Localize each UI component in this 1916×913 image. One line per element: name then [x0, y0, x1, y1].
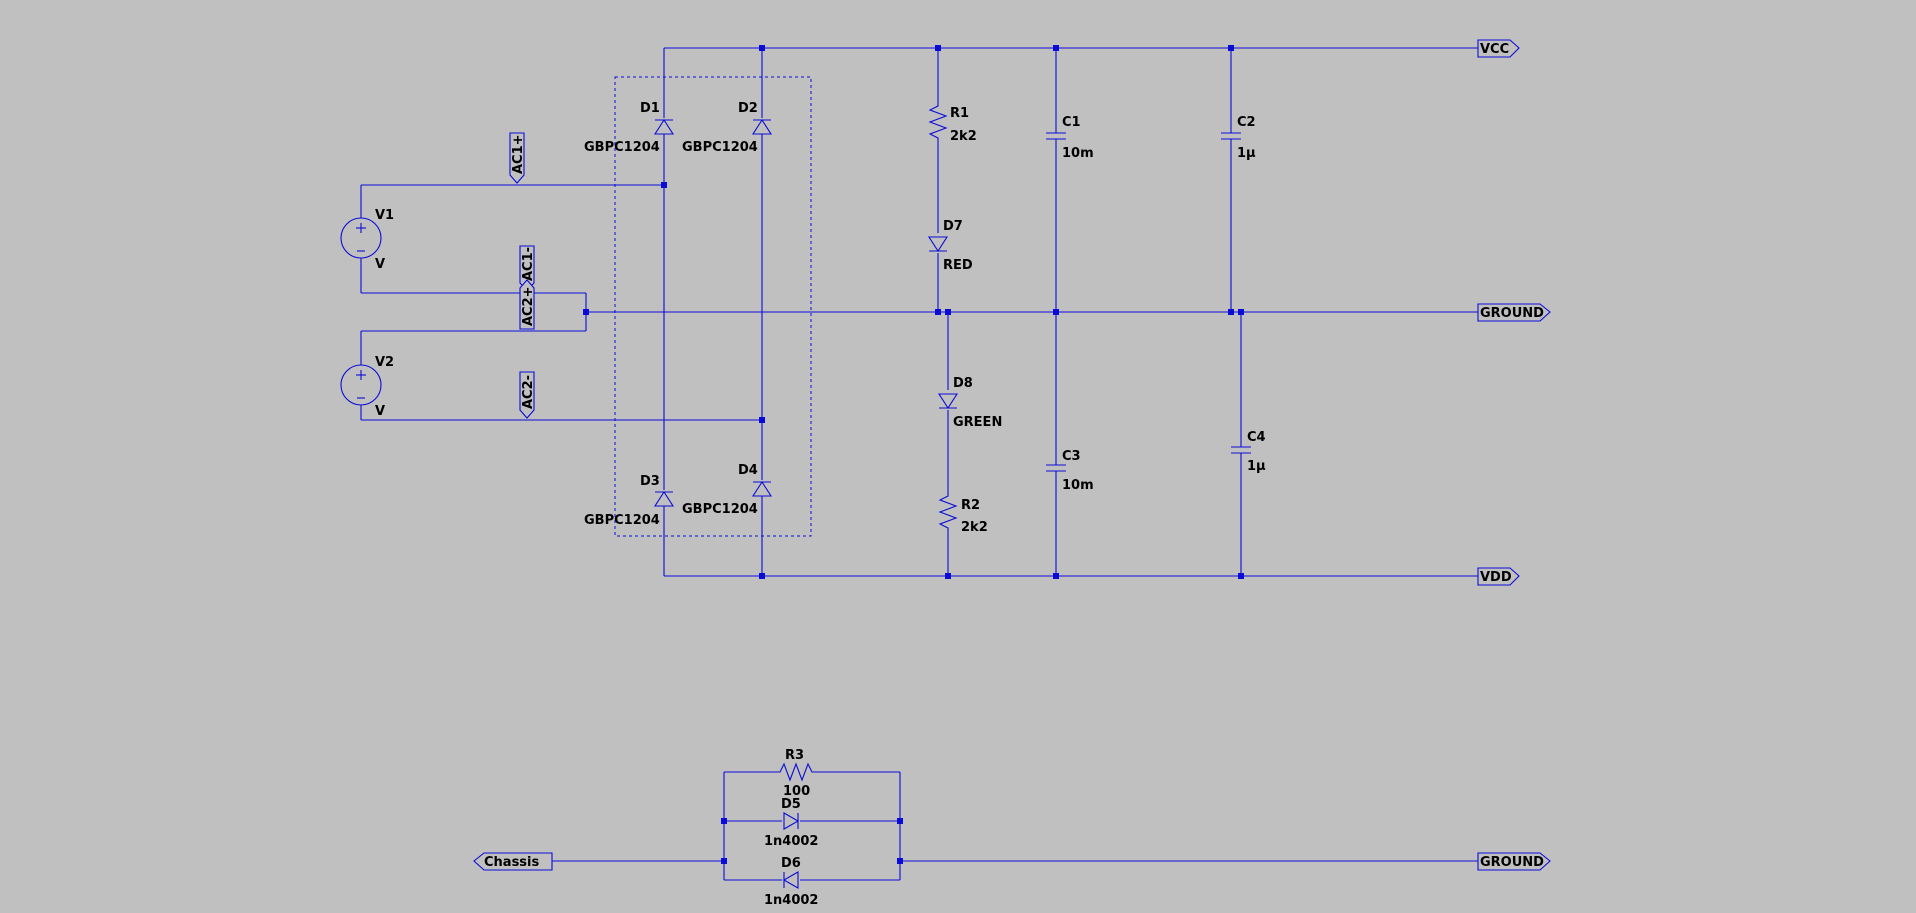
c4-ref: C4	[1247, 430, 1266, 445]
bridge-rectifier-outline	[614, 76, 812, 537]
v1-ref: V1	[375, 208, 394, 223]
led-d7[interactable]	[927, 236, 949, 253]
d3-ref: D3	[640, 474, 660, 489]
d7-value: RED	[943, 258, 973, 273]
capacitor-c4[interactable]	[1231, 446, 1251, 454]
svg-text:AC1+: AC1+	[511, 134, 526, 174]
d2-value: GBPC1204	[682, 140, 758, 155]
d4-ref: D4	[738, 463, 758, 478]
net-flag-ground-bottom[interactable]: GROUND	[1477, 852, 1551, 871]
c2-ref: C2	[1237, 115, 1256, 130]
net-flag-ac2-plus[interactable]: AC2+	[519, 279, 536, 330]
d5-value: 1n4002	[764, 834, 818, 849]
v1-value: V	[375, 257, 385, 272]
d8-value: GREEN	[953, 415, 1002, 430]
svg-text:AC1-: AC1-	[521, 247, 536, 281]
d6-ref: D6	[781, 856, 801, 871]
net-flag-ground[interactable]: GROUND	[1477, 303, 1551, 322]
d4-value: GBPC1204	[682, 502, 758, 517]
net-flag-vcc[interactable]: VCC	[1477, 39, 1520, 58]
d1-ref: D1	[640, 101, 660, 116]
r1-ref: R1	[950, 106, 969, 121]
r3-value: 100	[783, 784, 810, 799]
net-flag-ac1-minus[interactable]: AC1-	[519, 245, 536, 291]
wires	[360, 47, 1478, 881]
net-flag-ac2-minus[interactable]: AC2-	[519, 371, 536, 419]
d5-ref: D5	[781, 797, 801, 812]
svg-text:GROUND: GROUND	[1480, 306, 1544, 321]
r1-value: 2k2	[950, 129, 977, 144]
c3-ref: C3	[1062, 449, 1081, 464]
svg-text:AC2-: AC2-	[521, 375, 536, 409]
c1-value: 10m	[1062, 146, 1094, 161]
r2-value: 2k2	[961, 520, 988, 535]
svg-text:VCC: VCC	[1480, 42, 1509, 57]
diode-d2[interactable]	[751, 118, 773, 135]
diode-d1[interactable]	[653, 118, 675, 135]
diode-d3[interactable]	[653, 490, 675, 507]
resistor-r1[interactable]	[928, 102, 948, 142]
svg-text:Chassis: Chassis	[484, 855, 539, 870]
capacitor-c1[interactable]	[1046, 132, 1066, 140]
net-flag-vdd[interactable]: VDD	[1477, 567, 1520, 586]
net-flag-chassis[interactable]: Chassis	[473, 852, 553, 871]
svg-text:AC2+: AC2+	[521, 286, 536, 326]
diode-d6[interactable]	[782, 871, 799, 889]
c2-value: 1µ	[1237, 146, 1256, 161]
r3-ref: R3	[785, 748, 804, 763]
diode-d5[interactable]	[783, 812, 800, 830]
resistor-r2[interactable]	[938, 492, 958, 532]
d8-ref: D8	[953, 376, 973, 391]
svg-text:VDD: VDD	[1480, 570, 1512, 585]
diode-d4[interactable]	[751, 480, 773, 497]
net-flag-ac1-plus[interactable]: AC1+	[509, 132, 526, 184]
r2-ref: R2	[961, 498, 980, 513]
c1-ref: C1	[1062, 115, 1081, 130]
capacitor-c2[interactable]	[1221, 132, 1241, 140]
component-labels: D1 GBPC1204 D2 GBPC1204 D3 GBPC1204 D4 G…	[375, 101, 1266, 908]
d7-ref: D7	[943, 219, 963, 234]
resistor-r3[interactable]	[776, 762, 816, 782]
c4-value: 1µ	[1247, 459, 1266, 474]
led-d8[interactable]	[937, 393, 959, 410]
svg-text:GROUND: GROUND	[1480, 855, 1544, 870]
v2-ref: V2	[375, 355, 394, 370]
d2-ref: D2	[738, 101, 758, 116]
d1-value: GBPC1204	[584, 140, 660, 155]
capacitor-c3[interactable]	[1046, 464, 1066, 472]
v2-value: V	[375, 404, 385, 419]
d3-value: GBPC1204	[584, 513, 660, 528]
c3-value: 10m	[1062, 478, 1094, 493]
voltage-source-v2[interactable]	[340, 364, 382, 406]
d6-value: 1n4002	[764, 893, 818, 908]
junctions	[583, 45, 1244, 864]
voltage-source-v1[interactable]	[340, 217, 382, 259]
